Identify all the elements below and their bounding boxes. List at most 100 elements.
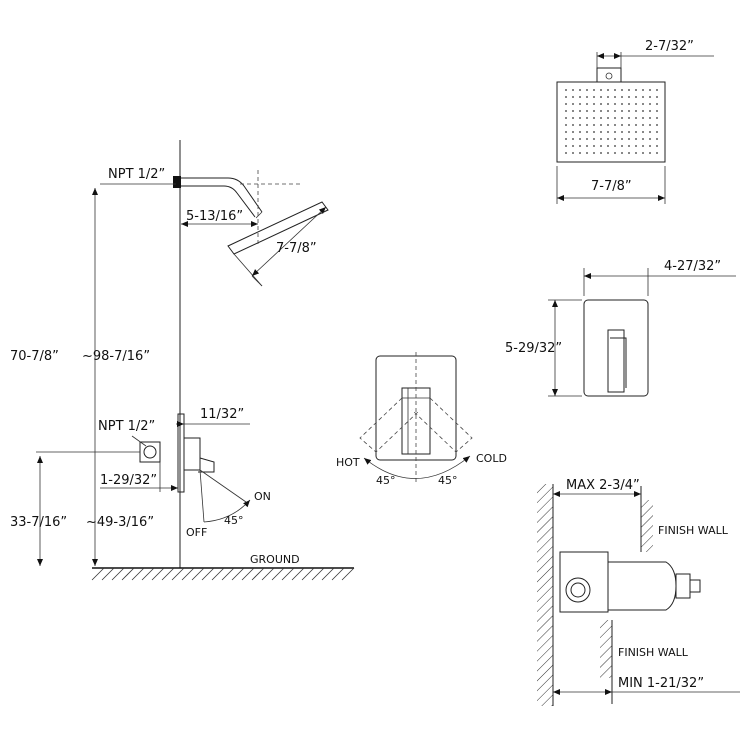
nozzle-dot bbox=[565, 145, 567, 147]
nozzle-dot bbox=[593, 89, 595, 91]
nozzle-dot bbox=[579, 138, 581, 140]
rotation-arc bbox=[363, 455, 471, 479]
nozzle-dot bbox=[635, 89, 637, 91]
nozzle-dot bbox=[579, 131, 581, 133]
nozzle-dot bbox=[621, 89, 623, 91]
trim-handle bbox=[607, 329, 625, 393]
handle-swing bbox=[199, 469, 247, 503]
nozzle-dot bbox=[565, 89, 567, 91]
nozzle-dot bbox=[600, 89, 602, 91]
nozzle-dot bbox=[635, 110, 637, 112]
nozzle-dot bbox=[656, 117, 658, 119]
nozzle-dot bbox=[656, 145, 658, 147]
nozzle-dot bbox=[656, 103, 658, 105]
nozzle-dot bbox=[579, 89, 581, 91]
nozzle-dot bbox=[628, 138, 630, 140]
off-label: OFF bbox=[186, 526, 207, 539]
nozzle-dot bbox=[635, 117, 637, 119]
nozzle-dot bbox=[579, 152, 581, 154]
nozzle-dot bbox=[642, 138, 644, 140]
handle-angle-label: 45° bbox=[224, 514, 244, 527]
angle-left-label: 45° bbox=[376, 474, 396, 487]
nozzle-dot bbox=[572, 89, 574, 91]
nozzle-dot bbox=[628, 124, 630, 126]
max-depth-label: MAX 2-3/4” bbox=[566, 478, 640, 493]
nozzle-dot bbox=[642, 96, 644, 98]
nozzle-dot bbox=[579, 103, 581, 105]
approx-height-label: ~98-7/16” bbox=[82, 349, 150, 364]
nozzle-dot bbox=[621, 96, 623, 98]
nozzle-dot bbox=[642, 110, 644, 112]
npt-top-label: NPT 1/2” bbox=[108, 167, 165, 182]
nozzle-dot bbox=[621, 110, 623, 112]
nozzle-dot bbox=[649, 152, 651, 154]
nozzle-dot bbox=[628, 152, 630, 154]
nozzle-dot bbox=[607, 138, 609, 140]
nozzle-dot bbox=[642, 152, 644, 154]
valve-depth-label: 1-29/32” bbox=[100, 473, 157, 488]
head-square bbox=[556, 81, 666, 163]
head-width-label: 7-7/8” bbox=[591, 179, 632, 194]
hot-position-ghost bbox=[359, 397, 421, 453]
npt-valve-label: NPT 1/2” bbox=[98, 419, 155, 434]
nozzle-dot bbox=[621, 138, 623, 140]
head-connector bbox=[596, 67, 622, 83]
nozzle-dot bbox=[607, 131, 609, 133]
handle-rotation-view: HOT COLD 45° 45° bbox=[336, 352, 507, 487]
nozzle-dot bbox=[586, 110, 588, 112]
nozzle-dot bbox=[607, 145, 609, 147]
nozzle-dot bbox=[614, 152, 616, 154]
nozzle-dot bbox=[628, 96, 630, 98]
nozzle-dot bbox=[593, 152, 595, 154]
nozzle-dot bbox=[579, 117, 581, 119]
trim-front-view: 4-27/32” 5-29/32” bbox=[505, 259, 736, 397]
nozzle-dot bbox=[572, 96, 574, 98]
nozzle-dot bbox=[642, 124, 644, 126]
nozzle-dot bbox=[614, 131, 616, 133]
nozzle-dot bbox=[614, 89, 616, 91]
nozzle-dot bbox=[579, 110, 581, 112]
nozzle-dot bbox=[649, 96, 651, 98]
nozzle-dot bbox=[642, 117, 644, 119]
valve-plate bbox=[177, 413, 185, 493]
nozzle-dot bbox=[600, 110, 602, 112]
trim-plate bbox=[583, 299, 649, 397]
nozzle-dot bbox=[586, 89, 588, 91]
nozzle-dot bbox=[614, 103, 616, 105]
nozzle-dot bbox=[642, 89, 644, 91]
nozzle-dot bbox=[635, 138, 637, 140]
nozzle-dot bbox=[635, 145, 637, 147]
nozzle-dot bbox=[586, 152, 588, 154]
nozzle-dot bbox=[572, 138, 574, 140]
nozzle-dot bbox=[621, 145, 623, 147]
nozzle-dot bbox=[572, 110, 574, 112]
nozzle-dot bbox=[649, 131, 651, 133]
head-top-view: 2-7/32” 7-7/8” bbox=[556, 39, 714, 204]
finish-wall-top-label: FINISH WALL bbox=[658, 524, 729, 537]
nozzle-dot bbox=[628, 103, 630, 105]
connector-width-label: 2-7/32” bbox=[645, 39, 694, 54]
nozzle-dot bbox=[628, 145, 630, 147]
nozzle-dot bbox=[649, 124, 651, 126]
nozzle-dot bbox=[586, 138, 588, 140]
cold-label: COLD bbox=[476, 452, 507, 465]
nozzle-dot bbox=[593, 103, 595, 105]
shower-arm bbox=[181, 177, 263, 218]
nozzle-dot bbox=[572, 145, 574, 147]
nozzle-dot bbox=[586, 96, 588, 98]
nozzle-dot bbox=[614, 117, 616, 119]
nozzle-dot bbox=[642, 103, 644, 105]
valve-offset-label: 11/32” bbox=[200, 407, 244, 422]
nozzle-dot bbox=[614, 96, 616, 98]
ground-label: GROUND bbox=[250, 553, 300, 566]
valve-height-label: 33-7/16” bbox=[10, 515, 67, 530]
cold-position-ghost bbox=[411, 397, 473, 453]
nozzle-dot bbox=[635, 131, 637, 133]
nozzle-dot bbox=[621, 152, 623, 154]
nozzle-dot bbox=[635, 96, 637, 98]
ground-hatch bbox=[91, 567, 355, 581]
nozzle-dot bbox=[565, 117, 567, 119]
nozzle-dot bbox=[614, 145, 616, 147]
side-view: GROUND NPT 1/2” 5-13/16” 7-7/8” 70-7/8” … bbox=[10, 140, 355, 581]
